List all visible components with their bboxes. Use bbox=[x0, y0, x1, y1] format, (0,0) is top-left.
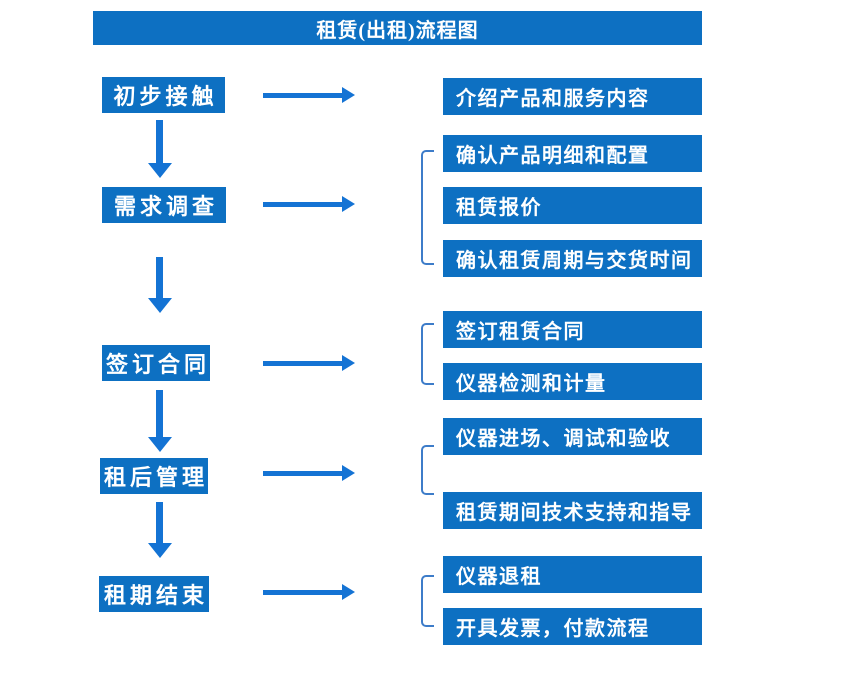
step-box-post-rental-management: 租后管理 bbox=[100, 458, 208, 494]
detail-box-instrument-testing: 仪器检测和计量 bbox=[443, 363, 702, 400]
detail-bracket-group-5 bbox=[421, 575, 434, 627]
detail-box-confirm-period-delivery: 确认租赁周期与交货时间 bbox=[443, 240, 702, 277]
down-arrow-1-shaft bbox=[156, 120, 163, 163]
right-arrow-1-shaft bbox=[263, 93, 342, 98]
right-arrow-5-shaft bbox=[263, 590, 342, 595]
detail-box-invoice-payment: 开具发票，付款流程 bbox=[443, 608, 702, 645]
right-arrow-3-shaft bbox=[263, 361, 342, 366]
detail-box-instrument-return: 仪器退租 bbox=[443, 556, 702, 593]
down-arrow-1 bbox=[148, 120, 172, 178]
right-arrow-3 bbox=[263, 355, 355, 371]
down-arrow-3 bbox=[148, 390, 172, 452]
down-arrow-2 bbox=[148, 257, 172, 313]
step-box-sign-contract: 签订合同 bbox=[102, 345, 210, 381]
right-arrow-1 bbox=[263, 87, 355, 103]
right-arrow-4-shaft bbox=[263, 471, 342, 476]
down-arrow-1-head bbox=[148, 163, 172, 178]
detail-box-introduce-products: 介绍产品和服务内容 bbox=[443, 78, 702, 115]
down-arrow-3-head bbox=[148, 437, 172, 452]
detail-box-instrument-setup-acceptance: 仪器进场、调试和验收 bbox=[443, 418, 702, 455]
right-arrow-4-head bbox=[342, 465, 355, 481]
detail-bracket-group-3 bbox=[421, 323, 434, 385]
detail-box-sign-rental-contract: 签订租赁合同 bbox=[443, 311, 702, 348]
right-arrow-4 bbox=[263, 465, 355, 481]
step-box-demand-survey: 需求调查 bbox=[102, 187, 226, 223]
detail-box-confirm-product-config: 确认产品明细和配置 bbox=[443, 135, 702, 172]
down-arrow-4-shaft bbox=[156, 502, 163, 543]
detail-box-technical-support: 租赁期间技术支持和指导 bbox=[443, 492, 702, 529]
right-arrow-3-head bbox=[342, 355, 355, 371]
right-arrow-5-head bbox=[342, 584, 355, 600]
right-arrow-2-head bbox=[342, 196, 355, 212]
step-box-rental-end: 租期结束 bbox=[99, 576, 209, 612]
right-arrow-1-head bbox=[342, 87, 355, 103]
detail-box-rental-quotation: 租赁报价 bbox=[443, 187, 702, 224]
down-arrow-4 bbox=[148, 502, 172, 558]
down-arrow-3-shaft bbox=[156, 390, 163, 437]
detail-bracket-group-2 bbox=[421, 150, 434, 265]
right-arrow-2 bbox=[263, 196, 355, 212]
right-arrow-2-shaft bbox=[263, 202, 342, 207]
down-arrow-4-head bbox=[148, 543, 172, 558]
flowchart-title: 租赁(出租)流程图 bbox=[93, 11, 702, 45]
down-arrow-2-head bbox=[148, 298, 172, 313]
right-arrow-5 bbox=[263, 584, 355, 600]
detail-bracket-group-4 bbox=[421, 445, 434, 495]
step-box-initial-contact: 初步接触 bbox=[102, 77, 225, 113]
down-arrow-2-shaft bbox=[156, 257, 163, 298]
